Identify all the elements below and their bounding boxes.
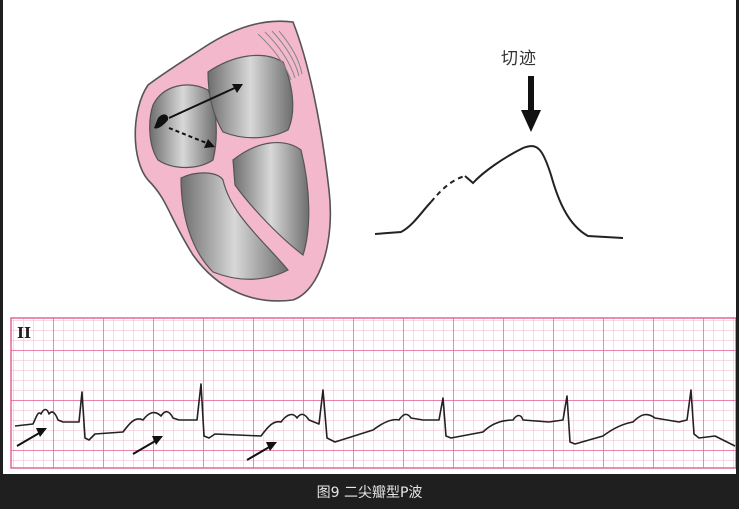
sa-node (154, 114, 169, 129)
right-atrium (207, 54, 294, 139)
notch-arrow-shaft (528, 76, 534, 112)
notch-arrow-head (521, 110, 541, 132)
right-ventricle (232, 142, 310, 256)
p-wave-arrow (246, 442, 277, 461)
figure-panel: 切迹 II (3, 0, 736, 474)
notch-label: 切迹 (501, 49, 537, 69)
ecg-trace (14, 383, 736, 447)
figure-caption: 图9 二尖瓣型P波 (316, 484, 423, 501)
p-wave-arrow (16, 428, 47, 447)
notched-p-wave (374, 76, 624, 239)
conduction-arrow-dashed (168, 127, 210, 145)
conduction-arrow-solid (168, 85, 240, 119)
ecg-lead-label: II (17, 324, 32, 342)
left-ventricle (180, 172, 289, 280)
p-wave-arrow (132, 436, 163, 455)
ecg-strip (10, 317, 736, 469)
heart-diagram (134, 20, 332, 302)
figure-illustration (10, 20, 736, 469)
left-atrium (149, 84, 217, 169)
